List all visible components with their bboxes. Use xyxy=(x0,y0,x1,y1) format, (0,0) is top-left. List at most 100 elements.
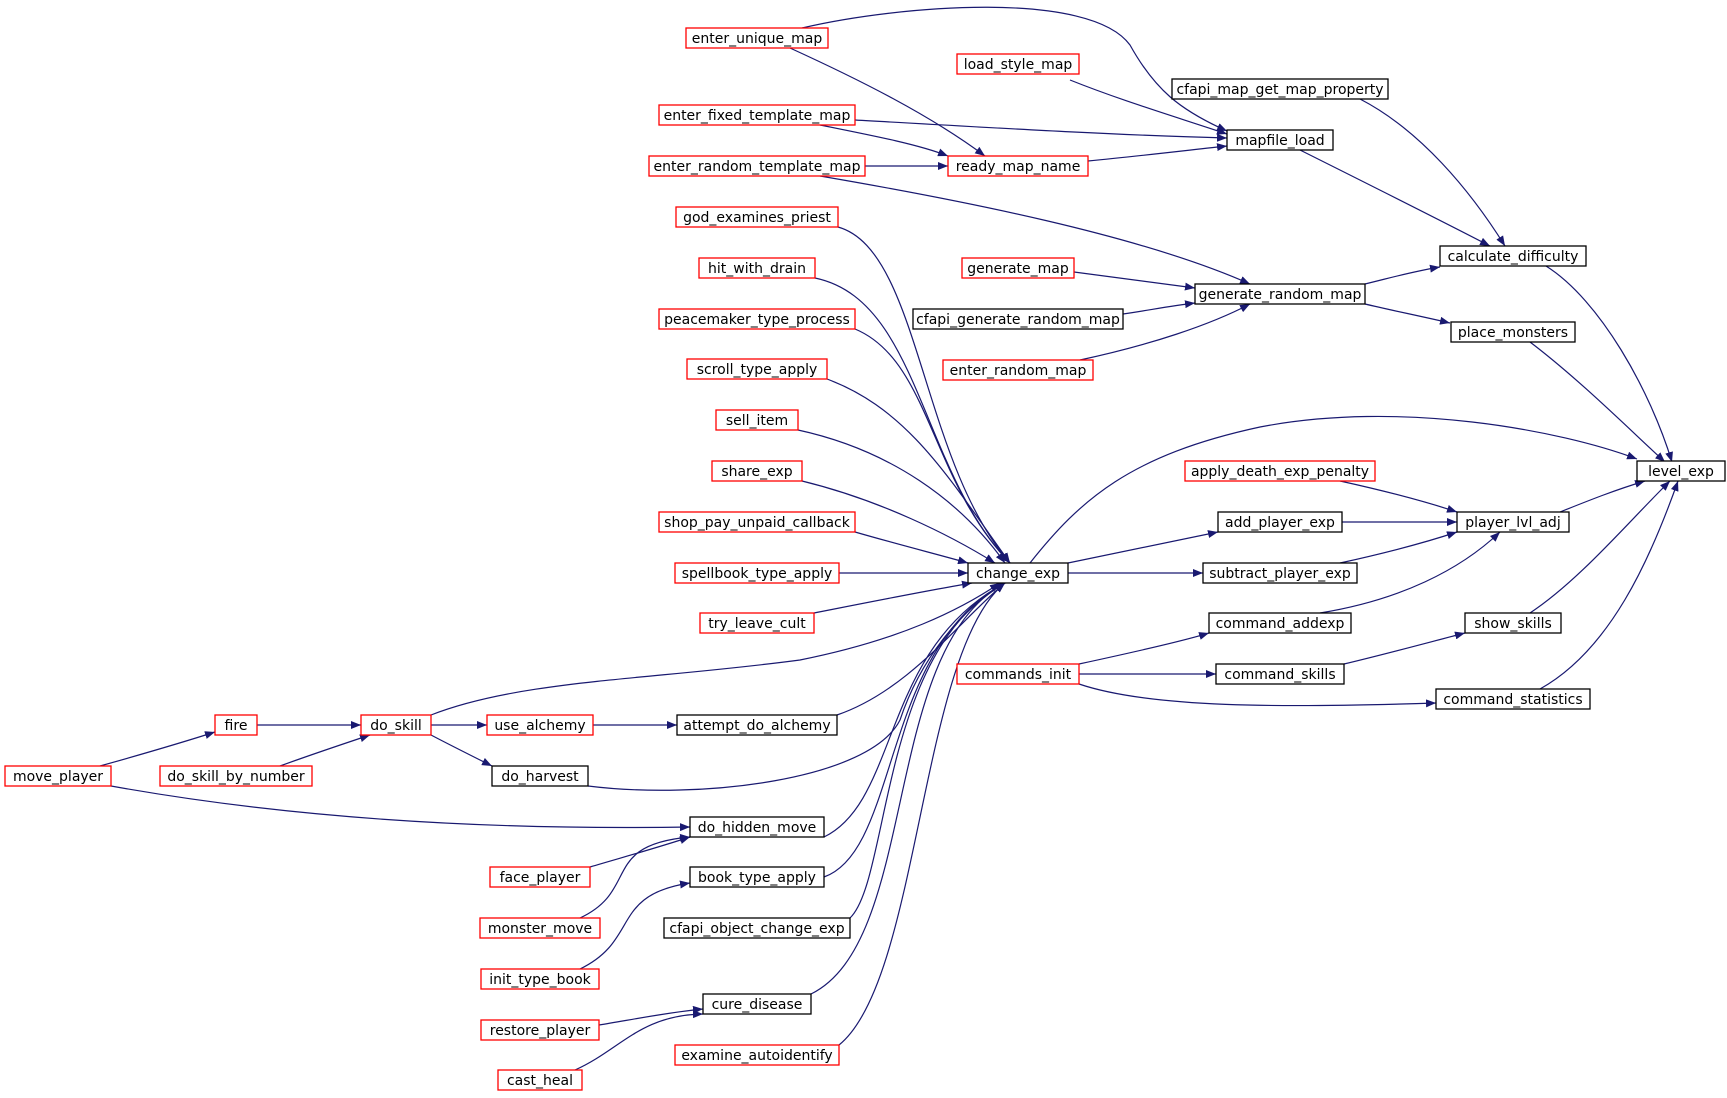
node-commands-init[interactable]: commands_init xyxy=(956,663,1080,685)
node-hit-with-drain[interactable]: hit_with_drain xyxy=(698,257,816,279)
node-cure-disease[interactable]: cure_disease xyxy=(702,993,812,1015)
node-sell-item[interactable]: sell_item xyxy=(715,409,799,431)
node-box xyxy=(1208,612,1352,634)
node-cfapi-map-get-map-property[interactable]: cfapi_map_get_map_property xyxy=(1171,78,1389,100)
node-change-exp[interactable]: change_exp xyxy=(967,562,1069,584)
node-label: do_harvest xyxy=(501,769,579,785)
node-attempt-do-alchemy[interactable]: attempt_do_alchemy xyxy=(676,714,838,736)
edge-command_skills-to-show_skills xyxy=(1343,631,1466,665)
edge-enter_unique_map-to-ready_map_name xyxy=(789,47,986,157)
node-command-addexp[interactable]: command_addexp xyxy=(1208,612,1352,634)
node-box xyxy=(648,155,866,177)
node-cfapi-generate-random-map[interactable]: cfapi_generate_random_map xyxy=(912,308,1124,330)
edge-monster_move-to-do_hidden_move xyxy=(579,833,691,919)
node-command-statistics[interactable]: command_statistics xyxy=(1435,688,1591,710)
node-place-monsters[interactable]: place_monsters xyxy=(1450,321,1576,343)
node-label: command_statistics xyxy=(1443,692,1582,708)
node-monster-move[interactable]: monster_move xyxy=(479,917,601,939)
node-box xyxy=(4,765,112,787)
node-label: spellbook_type_apply xyxy=(682,566,833,582)
node-load-style-map[interactable]: load_style_map xyxy=(956,53,1080,75)
node-level-exp[interactable]: level_exp xyxy=(1636,460,1726,482)
edge-apply_death_exp_penalty-to-player_lvl_adj xyxy=(1339,480,1458,513)
node-label: change_exp xyxy=(976,566,1060,582)
node-init-type-book[interactable]: init_type_book xyxy=(480,968,600,990)
node-label: fire xyxy=(225,718,248,734)
edge-cure_disease-to-change_exp xyxy=(810,582,1006,995)
node-face-player[interactable]: face_player xyxy=(489,866,591,888)
edge-path xyxy=(1343,631,1466,665)
node-share-exp[interactable]: share_exp xyxy=(711,460,803,482)
node-peacemaker-type-process[interactable]: peacemaker_type_process xyxy=(658,308,856,330)
node-do-hidden-move[interactable]: do_hidden_move xyxy=(689,816,825,838)
node-box xyxy=(967,562,1069,584)
node-command-skills[interactable]: command_skills xyxy=(1215,663,1345,685)
node-do-skill[interactable]: do_skill xyxy=(360,714,432,736)
node-apply-death-exp-penalty[interactable]: apply_death_exp_penalty xyxy=(1184,460,1376,482)
node-enter-unique-map[interactable]: enter_unique_map xyxy=(685,27,829,49)
node-label: subtract_player_exp xyxy=(1209,566,1351,582)
node-scroll-type-apply[interactable]: scroll_type_apply xyxy=(686,358,828,380)
node-box xyxy=(479,917,601,939)
node-restore-player[interactable]: restore_player xyxy=(480,1019,600,1041)
node-do-harvest[interactable]: do_harvest xyxy=(491,765,589,787)
node-box xyxy=(711,460,803,482)
node-box xyxy=(1215,663,1345,685)
node-box xyxy=(658,308,856,330)
node-generate-random-map[interactable]: generate_random_map xyxy=(1194,283,1366,305)
node-label: enter_unique_map xyxy=(692,31,823,47)
edge-enter_fixed_template_map-to-ready_map_name xyxy=(819,124,949,157)
node-label: commands_init xyxy=(965,667,1072,683)
edge-path xyxy=(1559,480,1646,513)
edge-path xyxy=(823,582,1006,838)
node-enter-random-template-map[interactable]: enter_random_template_map xyxy=(648,155,866,177)
edge-ready_map_name-to-mapfile_load xyxy=(1087,143,1228,162)
edge-path xyxy=(826,378,1011,564)
node-box xyxy=(480,1019,600,1041)
edge-move_player-to-fire xyxy=(99,731,216,767)
node-box xyxy=(1435,688,1591,710)
edge-path xyxy=(430,734,493,767)
node-cast-heal[interactable]: cast_heal xyxy=(497,1069,583,1091)
node-cfapi-object-change-exp[interactable]: cfapi_object_change_exp xyxy=(663,917,851,939)
node-show-skills[interactable]: show_skills xyxy=(1464,612,1562,634)
node-player-lvl-adj[interactable]: player_lvl_adj xyxy=(1456,511,1570,533)
node-spellbook-type-apply[interactable]: spellbook_type_apply xyxy=(674,562,840,584)
node-subtract-player-exp[interactable]: subtract_player_exp xyxy=(1202,562,1358,584)
node-move-player[interactable]: move_player xyxy=(4,765,112,787)
node-label: init_type_book xyxy=(489,972,591,988)
edge-place_monsters-to-level_exp xyxy=(1529,341,1666,463)
nodes-layer: level_exp calculate_difficulty place_monst… xyxy=(4,27,1726,1091)
node-god-examines-priest[interactable]: god_examines_priest xyxy=(675,206,839,228)
node-enter-fixed-template-map[interactable]: enter_fixed_template_map xyxy=(658,104,856,126)
node-box xyxy=(159,765,313,787)
edge-path xyxy=(836,582,1006,716)
node-shop-pay-unpaid-callback[interactable]: shop_pay_unpaid_callback xyxy=(658,511,856,533)
node-examine-autoidentify[interactable]: examine_autoidentify xyxy=(674,1044,840,1066)
node-box xyxy=(698,257,816,279)
node-fire[interactable]: fire xyxy=(214,714,258,736)
node-do-skill-by-number[interactable]: do_skill_by_number xyxy=(159,765,313,787)
edge-path xyxy=(1029,415,1638,564)
edge-enter_random_map-to-generate_random_map xyxy=(1079,303,1251,361)
edge-enter_unique_map-to-mapfile_load xyxy=(801,6,1228,132)
node-generate-map[interactable]: generate_map xyxy=(961,257,1075,279)
node-add-player-exp[interactable]: add_player_exp xyxy=(1217,511,1343,533)
edge-path xyxy=(1319,531,1501,614)
node-calculate-difficulty[interactable]: calculate_difficulty xyxy=(1439,245,1587,267)
edge-init_type_book-to-book_type_apply xyxy=(579,880,691,970)
node-try-leave-cult[interactable]: try_leave_cult xyxy=(699,612,815,634)
node-enter-random-map[interactable]: enter_random_map xyxy=(942,359,1094,381)
node-use-alchemy[interactable]: use_alchemy xyxy=(486,714,594,736)
edge-cfapi_map_get_map_property-to-calculate_difficulty xyxy=(1359,98,1506,247)
node-ready-map-name[interactable]: ready_map_name xyxy=(947,155,1089,177)
node-box xyxy=(674,562,840,584)
node-label: enter_fixed_template_map xyxy=(664,108,851,124)
node-box xyxy=(1226,129,1334,151)
node-box xyxy=(689,816,825,838)
node-mapfile-load[interactable]: mapfile_load xyxy=(1226,129,1334,151)
node-box xyxy=(1202,562,1358,584)
node-label: command_skills xyxy=(1224,667,1335,683)
edge-face_player-to-do_hidden_move xyxy=(589,836,691,868)
node-book-type-apply[interactable]: book_type_apply xyxy=(689,866,825,888)
